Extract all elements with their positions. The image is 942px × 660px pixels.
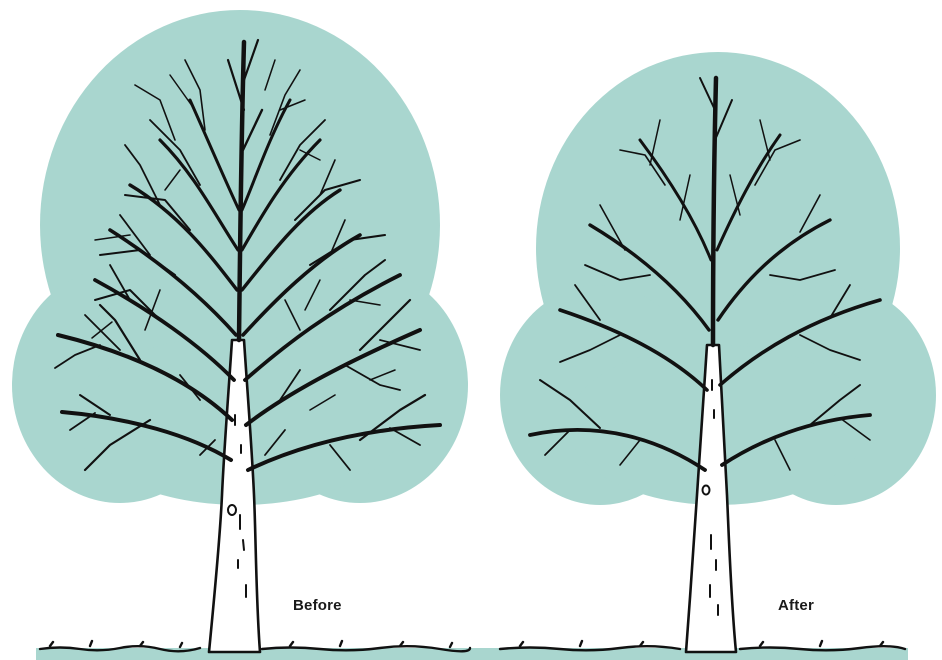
tree-after [500,52,936,652]
caption-before: Before [293,597,342,614]
caption-after: After [778,597,814,614]
tree-before [12,10,468,652]
